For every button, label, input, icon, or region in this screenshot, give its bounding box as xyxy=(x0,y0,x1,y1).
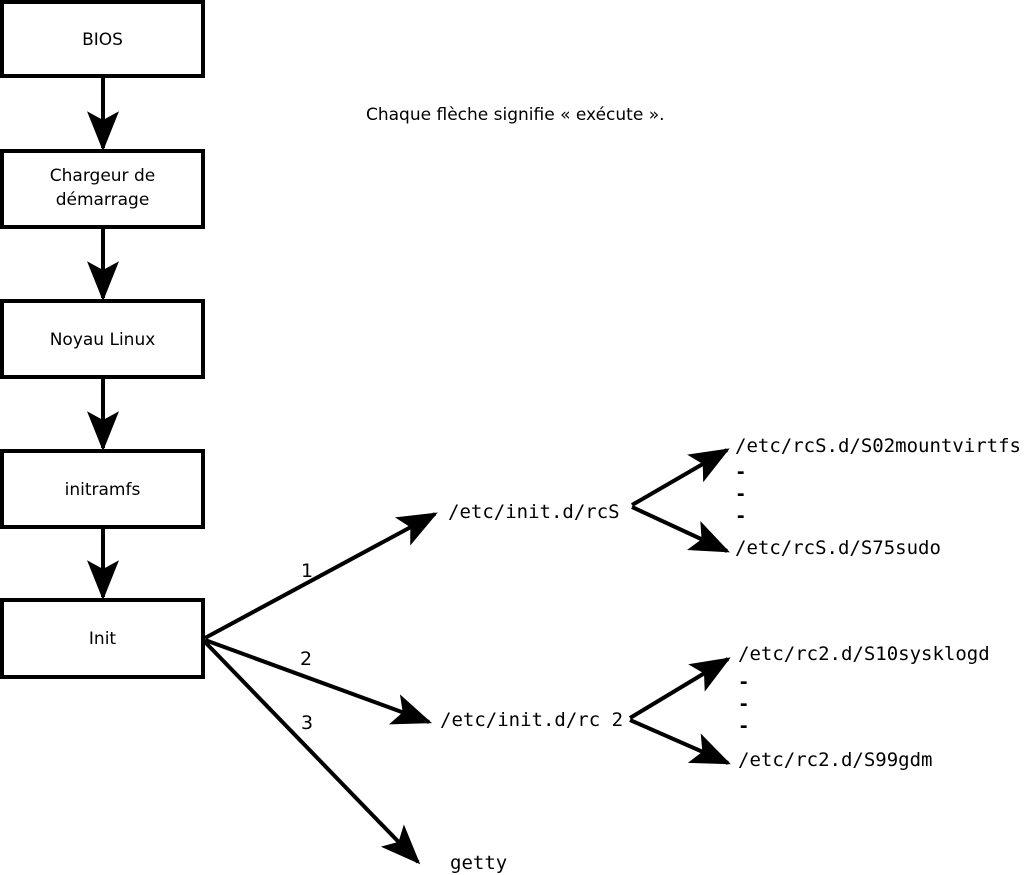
arrow-rcS-to-s02mountvirtfs xyxy=(630,448,730,507)
node-rc2-child-s99gdm[interactable]: /etc/rc2.d/S99gdm xyxy=(738,749,932,771)
rc2-ellipsis-dash-3: - xyxy=(738,715,749,737)
rcS-ellipsis-dash-1: - xyxy=(735,461,746,483)
node-getty-label[interactable]: getty xyxy=(450,852,507,874)
arrow-init-to-rcS xyxy=(204,512,438,640)
node-rcS-child-s75sudo[interactable]: /etc/rcS.d/S75sudo xyxy=(735,537,941,559)
box-init[interactable]: Init xyxy=(0,598,205,679)
box-kernel-label: Noyau Linux xyxy=(50,330,156,350)
box-bios-label: BIOS xyxy=(82,30,123,50)
node-rcS-label[interactable]: /etc/init.d/rcS xyxy=(448,501,620,523)
node-rc2-child-s10sysklogd[interactable]: /etc/rc2.d/S10sysklogd xyxy=(738,643,990,665)
rcS-ellipsis-dash-2: - xyxy=(735,483,746,505)
box-initramfs[interactable]: initramfs xyxy=(0,449,205,529)
box-initramfs-label: initramfs xyxy=(65,480,141,500)
arrow-init-to-rc2 xyxy=(204,638,433,725)
node-rc2-label[interactable]: /etc/init.d/rc 2 xyxy=(440,709,623,731)
box-init-label: Init xyxy=(89,629,117,649)
rcS-ellipsis-dash-3: - xyxy=(735,505,746,527)
arrow-rc2-to-s99gdm xyxy=(629,718,731,765)
edge-label-2: 2 xyxy=(300,648,312,670)
box-bootloader[interactable]: Chargeur de démarrage xyxy=(0,149,205,229)
arrow-init-to-getty xyxy=(203,640,421,865)
rc2-ellipsis-dash-2: - xyxy=(738,693,749,715)
box-bootloader-label-line1: Chargeur de xyxy=(50,166,155,186)
edge-label-1: 1 xyxy=(301,560,313,582)
box-bootloader-label-line2: démarrage xyxy=(56,190,150,210)
node-rcS-child-s02mountvirtfs[interactable]: /etc/rcS.d/S02mountvirtfs xyxy=(735,435,1021,457)
rc2-ellipsis-dash-1: - xyxy=(738,671,749,693)
arrow-rcS-to-s75sudo xyxy=(631,505,730,553)
arrow-rc2-to-s10sysklogd xyxy=(628,657,731,720)
edge-label-3: 3 xyxy=(301,712,313,734)
legend-note: Chaque flèche signifie « exécute ». xyxy=(366,105,665,125)
box-bios[interactable]: BIOS xyxy=(0,0,205,78)
box-kernel[interactable]: Noyau Linux xyxy=(0,299,205,379)
